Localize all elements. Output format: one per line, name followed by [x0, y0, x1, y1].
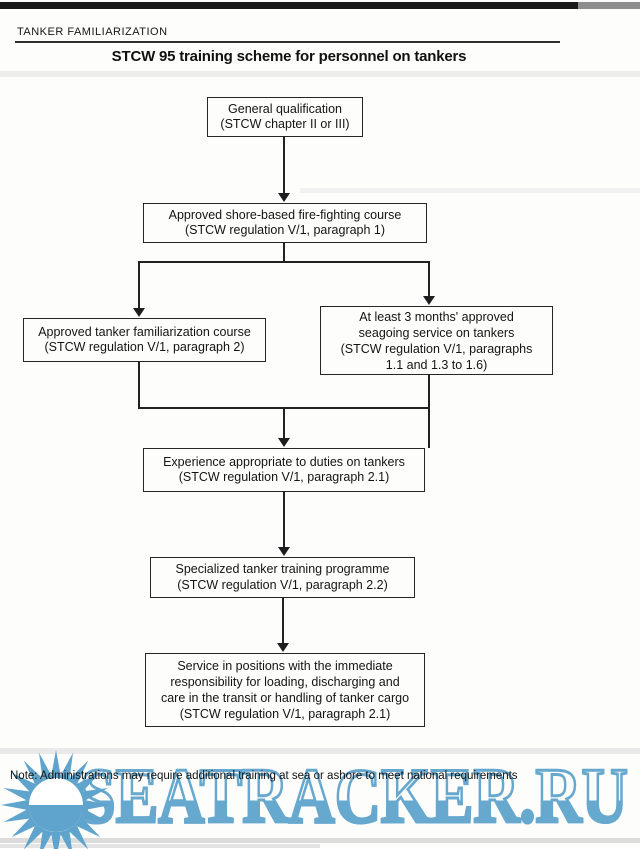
arrow-down-icon — [278, 547, 290, 556]
arrow-down-icon — [278, 193, 290, 202]
connector-line — [138, 261, 140, 309]
scan-edge-bar — [0, 2, 578, 9]
flow-box-service-positions: Service in positions with the immediate … — [145, 653, 425, 727]
flow-box-general-qualification: General qualification (STCW chapter II o… — [207, 97, 363, 137]
connector-line — [282, 598, 284, 644]
scan-artifact — [0, 748, 640, 754]
box-line: (STCW regulation V/1, paragraph 2.2) — [177, 577, 388, 592]
box-line: care in the transit or handling of tanke… — [160, 691, 410, 705]
connector-line — [283, 243, 285, 263]
box-line: Specialized tanker training programme — [175, 562, 390, 576]
scan-artifact — [0, 71, 640, 77]
connector-line — [428, 375, 430, 448]
scan-edge-bar-light — [578, 2, 640, 9]
running-header: TANKER FAMILIARIZATION — [17, 26, 168, 38]
box-line: seagoing service on tankers — [358, 325, 515, 340]
box-line: responsibility for loading, discharging … — [170, 675, 400, 689]
flow-box-seagoing-service: At least 3 months' approved seagoing ser… — [320, 306, 553, 375]
scan-artifact — [0, 838, 640, 843]
box-line: (STCW regulation V/1, paragraph 2.1) — [178, 470, 390, 484]
connector-line — [138, 362, 140, 409]
arrow-down-icon — [423, 296, 435, 305]
scan-artifact — [300, 188, 640, 193]
connector-line — [428, 261, 430, 297]
header-rule — [15, 41, 560, 43]
box-line: Experience appropriate to duties on tank… — [163, 454, 405, 469]
box-line: Approved tanker familiarization course — [38, 324, 251, 339]
box-line: Approved shore-based fire-fighting cours… — [168, 207, 402, 222]
box-line: (STCW regulation V/1, paragraphs — [340, 341, 533, 356]
connector-line — [283, 492, 285, 548]
flow-box-specialized-training: Specialized tanker training programme (S… — [150, 557, 415, 598]
flow-box-tanker-familiarization-course: Approved tanker familiarization course (… — [23, 318, 266, 362]
box-line: (STCW chapter II or III) — [220, 117, 350, 131]
box-line: (STCW regulation V/1, paragraph 2.1) — [179, 707, 391, 721]
flow-box-fire-fighting-course: Approved shore-based fire-fighting cours… — [143, 203, 427, 243]
box-line: (STCW regulation V/1, paragraph 2) — [44, 340, 245, 354]
arrow-down-icon — [133, 308, 145, 317]
arrow-down-icon — [278, 438, 290, 447]
arrow-down-icon — [277, 643, 289, 652]
flow-box-experience-duties: Experience appropriate to duties on tank… — [143, 448, 425, 492]
scan-artifact — [0, 844, 320, 848]
starburst-sun-icon — [1, 750, 111, 849]
connector-line — [283, 407, 285, 439]
box-line: 1.1 and 1.3 to 1.6) — [385, 357, 488, 372]
box-line: At least 3 months' approved — [359, 309, 514, 324]
footnote: Note: Administrations may require additi… — [10, 770, 518, 782]
page-title: STCW 95 training scheme for personnel on… — [111, 48, 467, 65]
box-line: General qualification — [228, 101, 342, 116]
box-line: Service in positions with the immediate — [177, 659, 393, 673]
watermark-text: SEATRACKER.RU — [79, 752, 629, 839]
connector-line — [138, 261, 430, 263]
connector-line — [283, 137, 285, 194]
box-line: (STCW regulation V/1, paragraph 1) — [184, 223, 386, 237]
